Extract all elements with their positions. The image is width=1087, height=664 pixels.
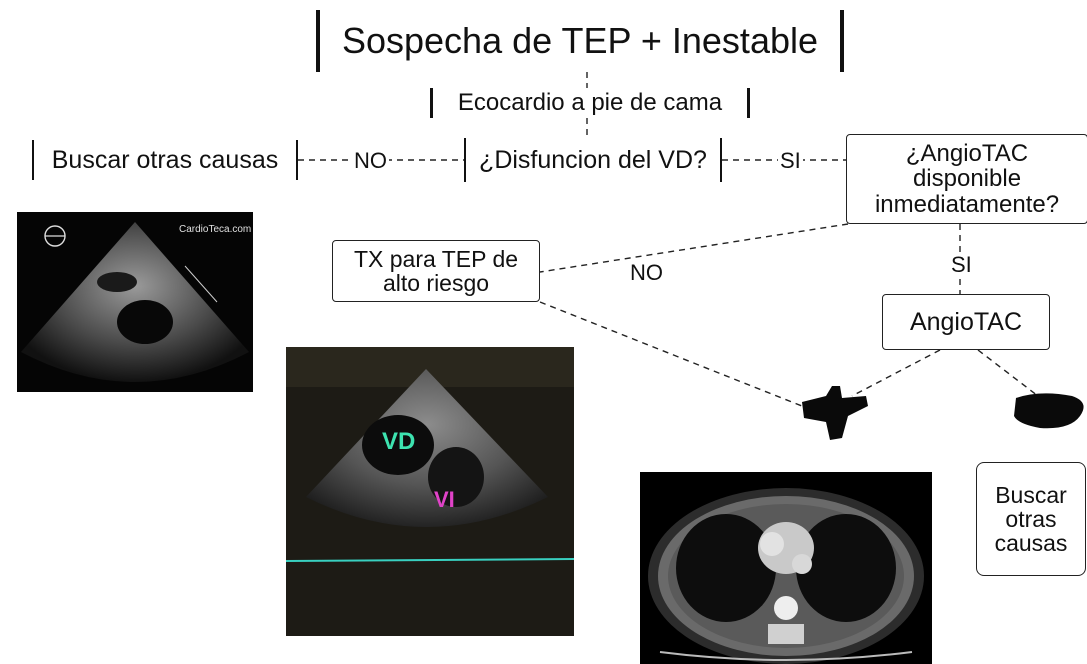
ct-scan-image [640,472,932,664]
node-echo: Ecocardio a pie de cama [430,88,750,118]
connector-angiotac-to-thumbsup [851,349,941,397]
node-treatment-text: TX para TEP de alto riesgo [353,245,519,296]
node-suspicion-text: Sospecha de TEP + Inestable [341,20,818,62]
node-suspicion: Sospecha de TEP + Inestable [316,10,844,72]
node-angiotac-available-text: ¿AngioTAC disponible inmediatamente? [874,140,1060,218]
edge-label-no-left: NO [352,148,389,173]
label-vi: VI [434,487,455,512]
node-angiotac: AngioTAC [882,294,1050,350]
connector-angiotac-to-thumbsdown [977,349,1039,397]
label-vd: VD [382,428,415,455]
connector-treatment-to-thumbsup [539,301,813,411]
node-other-causes-left-text: Buscar otras causas [51,145,279,174]
node-other-causes-right: Buscar otras causas [976,462,1086,576]
thumbs-down-icon [1014,393,1084,429]
edge-label-no-treatment: NO [628,260,665,285]
node-treatment: TX para TEP de alto riesgo [332,240,540,302]
edge-label-si-right: SI [778,148,803,173]
echo-image-small: CardioTeca.com [17,212,253,392]
connector-available-to-treatment [539,223,849,273]
node-angiotac-available: ¿AngioTAC disponible inmediatamente? [846,134,1087,224]
node-other-causes-left: Buscar otras causas [32,140,298,180]
node-rv-dysfunction-text: ¿Disfuncion del VD? [479,145,707,174]
edge-label-si-down: SI [949,252,974,277]
thumbs-up-icon [802,386,868,440]
node-echo-text: Ecocardio a pie de cama [457,89,723,117]
node-rv-dysfunction: ¿Disfuncion del VD? [464,138,722,182]
echo-small-watermark: CardioTeca.com [179,224,251,235]
node-angiotac-text: AngioTAC [909,307,1023,336]
echo-image-large: VD VI [286,347,574,636]
node-other-causes-right-text: Buscar otras causas [994,481,1068,557]
